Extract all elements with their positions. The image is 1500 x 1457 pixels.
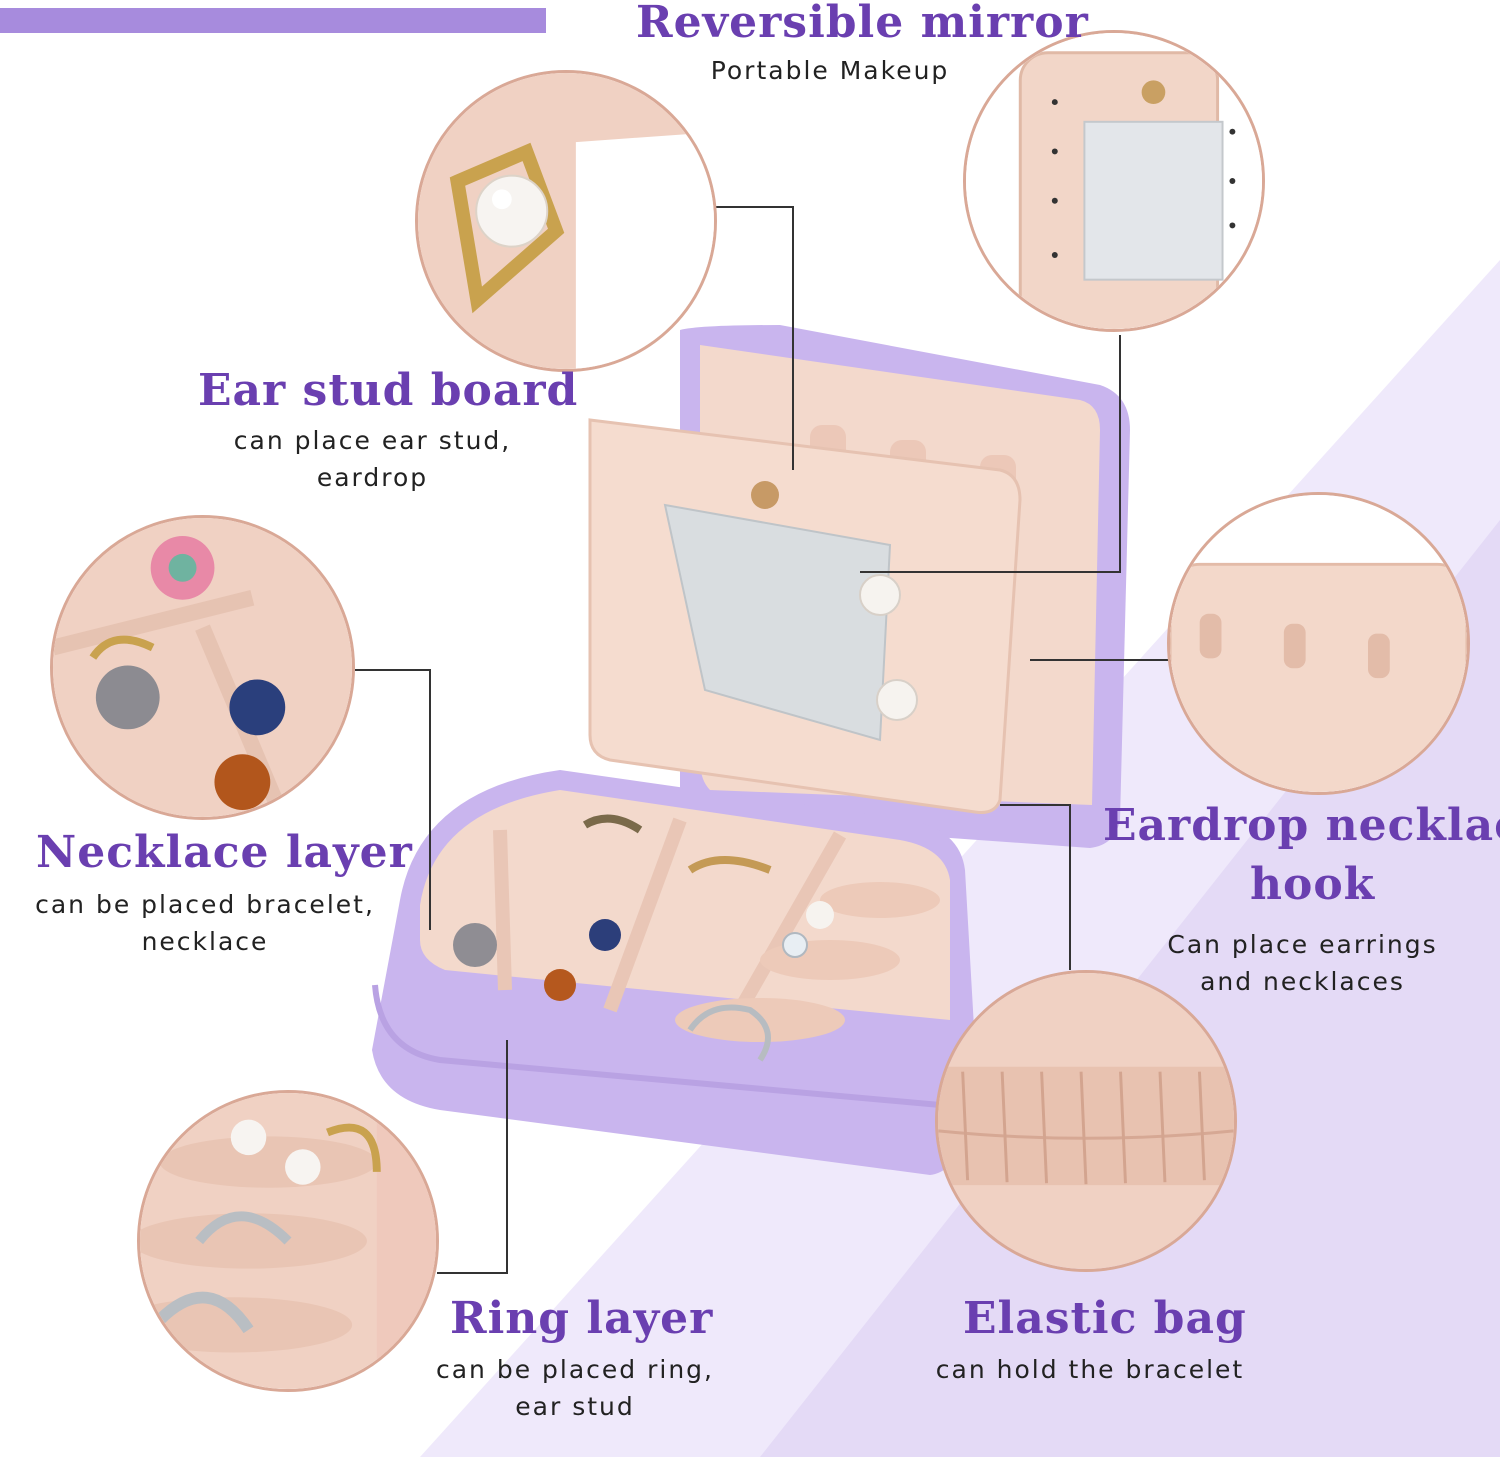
ring-layer-photo bbox=[140, 1093, 436, 1389]
mirror-subtitle-line1: Portable Makeup bbox=[710, 56, 950, 85]
eardrop-title-line2: hook bbox=[1250, 859, 1376, 910]
ear-stud-detail-circle bbox=[415, 70, 717, 372]
elastic-subtitle-line1: can hold the bracelet bbox=[935, 1355, 1245, 1384]
mirror-detail-circle bbox=[963, 30, 1265, 332]
ring-subtitle: can be placed ring, ear stud bbox=[405, 1351, 745, 1425]
eardrop-subtitle: Can place earrings and necklaces bbox=[1130, 926, 1475, 1000]
mirror-subtitle: Portable Makeup bbox=[660, 52, 1000, 89]
ring-title: Ring layer bbox=[450, 1293, 714, 1344]
ear-stud-photo bbox=[418, 73, 714, 369]
ear-stud-subtitle-line1: can place ear stud, bbox=[233, 426, 512, 455]
eardrop-title-line1: Eardrop necklace bbox=[1103, 800, 1500, 851]
necklace-subtitle-line2: necklace bbox=[141, 927, 269, 956]
necklace-title: Necklace layer bbox=[36, 827, 413, 878]
eardrop-hook-photo bbox=[1170, 495, 1467, 792]
ear-stud-subtitle-line2: eardrop bbox=[316, 463, 429, 492]
eardrop-subtitle-line2: and necklaces bbox=[1200, 967, 1405, 996]
ring-subtitle-line2: ear stud bbox=[515, 1392, 635, 1421]
elastic-bag-detail-circle bbox=[935, 970, 1237, 1272]
ring-subtitle-line1: can be placed ring, bbox=[435, 1355, 714, 1384]
mirror-photo bbox=[966, 33, 1262, 329]
necklace-subtitle-line1: can be placed bracelet, bbox=[35, 890, 375, 919]
eardrop-hook-detail-circle bbox=[1167, 492, 1470, 795]
ring-layer-detail-circle bbox=[137, 1090, 439, 1392]
mirror-title: Reversible mirror bbox=[636, 0, 1089, 48]
ear-stud-title: Ear stud board bbox=[198, 365, 579, 416]
ear-stud-subtitle: can place ear stud, eardrop bbox=[190, 422, 555, 496]
necklace-layer-detail-circle bbox=[50, 515, 355, 820]
eardrop-subtitle-line1: Can place earrings bbox=[1167, 930, 1438, 959]
accent-bar bbox=[0, 8, 546, 33]
elastic-title: Elastic bag bbox=[963, 1293, 1247, 1344]
necklace-subtitle: can be placed bracelet, necklace bbox=[20, 886, 390, 960]
necklace-layer-photo bbox=[53, 518, 352, 817]
elastic-bag-photo bbox=[938, 973, 1234, 1269]
elastic-subtitle: can hold the bracelet bbox=[915, 1351, 1265, 1388]
